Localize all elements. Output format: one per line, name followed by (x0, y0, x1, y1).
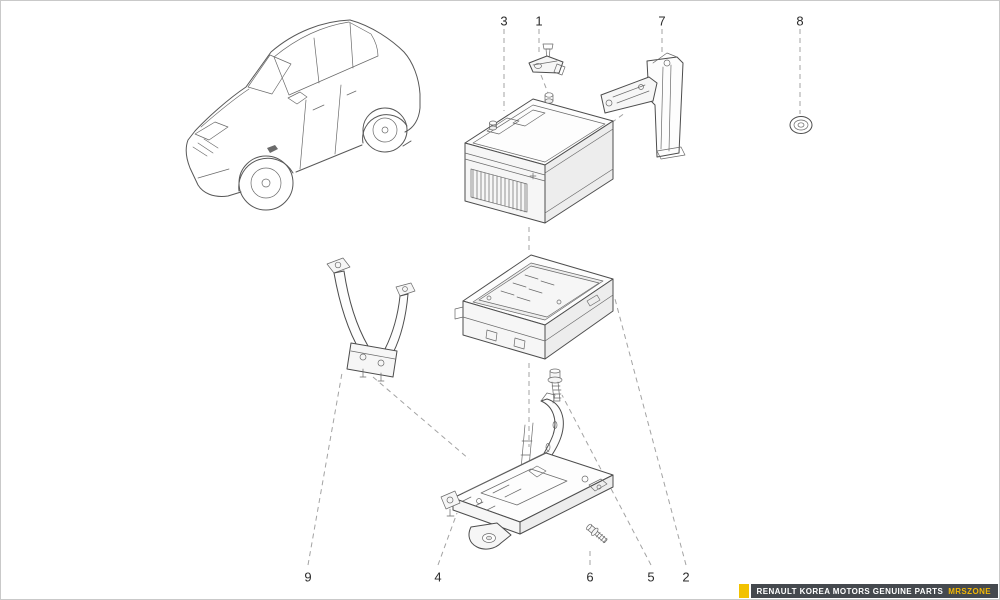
battery-tray-illustration (454, 254, 614, 360)
watermark-accent-square (738, 584, 749, 598)
carrier-bolt-illustration (586, 523, 608, 544)
callout-7: 7 (658, 13, 666, 29)
watermark-text-bar: RENAULT KOREA MOTORS GENUINE PARTS MRSZO… (750, 584, 998, 598)
watermark-brand-text: RENAULT KOREA MOTORS GENUINE PARTS (756, 586, 944, 596)
battery-illustration (464, 92, 614, 224)
callout-1: 1 (535, 13, 543, 29)
callout-3: 3 (500, 13, 508, 29)
holddown-bracket-illustration (326, 257, 416, 382)
battery-terminal-clamp (528, 43, 566, 76)
battery-carrier-illustration (440, 392, 614, 550)
grommet-illustration (789, 116, 813, 134)
vehicle-illustration (185, 19, 421, 211)
callout-8: 8 (796, 13, 804, 29)
watermark-site-text: MRSZONE (948, 586, 991, 596)
holddown-bolt-illustration (547, 368, 563, 402)
callout-9: 9 (304, 569, 312, 585)
leader-lines (307, 29, 801, 566)
watermark-bar: RENAULT KOREA MOTORS GENUINE PARTS MRSZO… (738, 584, 998, 598)
side-bracket-illustration (600, 52, 686, 160)
callout-2: 2 (682, 569, 690, 585)
callout-4: 4 (434, 569, 442, 585)
callout-5: 5 (647, 569, 655, 585)
callout-6: 6 (586, 569, 594, 585)
